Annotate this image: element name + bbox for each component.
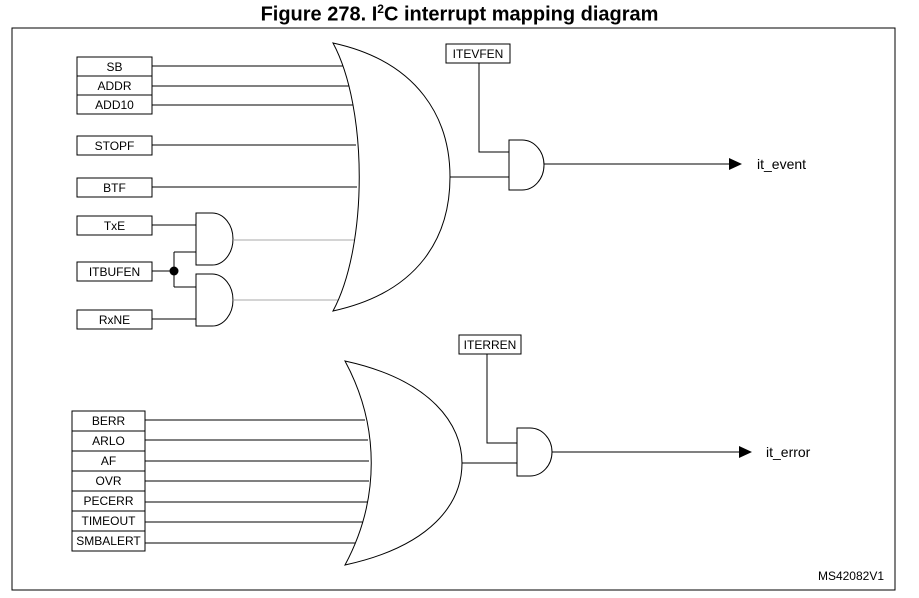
box-rxne: [76, 309, 153, 330]
box-txe: [76, 215, 153, 236]
label-stopf: STOPF: [95, 139, 135, 153]
label-pecerr: PECERR: [83, 494, 133, 508]
box-smbalert: [71, 530, 146, 552]
wire-iterren: [486, 353, 518, 444]
box-btf: [76, 177, 153, 198]
label-berr: BERR: [92, 414, 126, 428]
output-it-event: it_event: [757, 156, 806, 172]
label-timeout: TIMEOUT: [82, 514, 137, 528]
figure-title: Figure 278. I2C interrupt mapping diagra…: [0, 2, 919, 27]
label-btf: BTF: [103, 181, 126, 195]
figure-reference: MS42082V1: [818, 569, 884, 583]
label-iterren: ITERREN: [464, 338, 517, 352]
title-prefix: Figure 278. I: [260, 3, 378, 26]
label-txe: TxE: [104, 219, 125, 233]
box-iterren: [458, 334, 522, 355]
and-gate-event: [508, 139, 545, 191]
label-sb: SB: [106, 60, 122, 74]
title-superscript: 2: [377, 2, 384, 16]
arrow-it-error: [739, 446, 752, 458]
box-add10: [76, 94, 153, 115]
box-stopf: [76, 135, 153, 156]
or-gate-error: [344, 360, 463, 566]
box-itbufen: [76, 261, 153, 282]
label-itevfen: ITEVFEN: [453, 47, 504, 61]
output-it-error: it_error: [766, 444, 811, 460]
box-itevfen: [445, 43, 511, 64]
and-gate-rxne: [195, 273, 234, 327]
wire-itevfen: [478, 63, 510, 153]
label-arlo: ARLO: [92, 434, 125, 448]
junction-dot: [169, 266, 179, 276]
arrow-it-event: [729, 158, 742, 170]
title-suffix: C interrupt mapping diagram: [383, 3, 659, 26]
label-itbufen: ITBUFEN: [89, 265, 140, 279]
label-ovr: OVR: [95, 474, 121, 488]
diagram-frame: [11, 27, 896, 591]
or-gate-event: [332, 42, 451, 312]
and-gate-txe: [195, 212, 234, 266]
label-add10: ADD10: [95, 98, 134, 112]
label-addr: ADDR: [97, 79, 131, 93]
label-smbalert: SMBALERT: [76, 534, 141, 548]
label-rxne: RxNE: [99, 313, 130, 327]
and-gate-error: [516, 427, 553, 477]
label-af: AF: [101, 454, 116, 468]
